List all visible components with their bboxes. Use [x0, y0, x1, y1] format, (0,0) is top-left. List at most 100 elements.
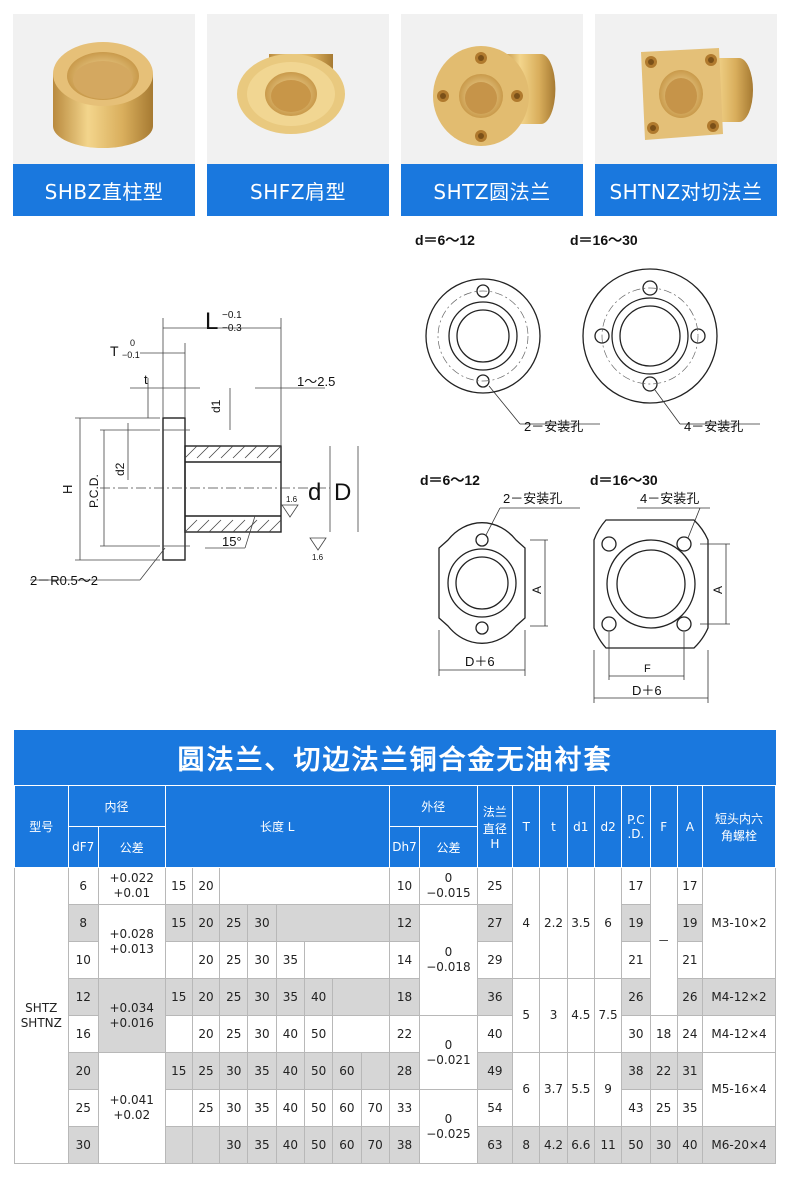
- cell-d: 8: [67, 904, 99, 942]
- dim-H: H: [60, 485, 75, 494]
- cell-A: 31: [676, 1052, 704, 1090]
- dim-d1: d1: [209, 399, 223, 413]
- product-card-shtz[interactable]: SHTZ圆法兰: [401, 14, 583, 216]
- cell-d2: 11: [593, 1126, 623, 1164]
- table-row: 20 +0.041+0.02 15 25 30 35 40 50 60 28 4…: [15, 1052, 776, 1164]
- cell-pcd: 50: [621, 1126, 651, 1164]
- header-inner-tol: 公差: [97, 826, 166, 868]
- cell-L-empty: [219, 867, 390, 905]
- header-length: 长度 L: [164, 785, 390, 868]
- cell-d2: 9: [593, 1052, 623, 1127]
- header-d1: d1: [566, 785, 595, 868]
- cell-D: 14: [388, 941, 421, 979]
- cell-L: 35: [247, 1089, 277, 1127]
- table-row: 10 20 25 30 35 14 29 21 21: [15, 941, 776, 979]
- cell-T: 8: [512, 1126, 541, 1164]
- cell-L-empty: [332, 978, 390, 1016]
- product-card-shbz[interactable]: SHBZ直柱型: [13, 14, 195, 216]
- cell-L: 25: [219, 904, 249, 942]
- cell-outer-tol: 0−0.025: [419, 1089, 478, 1164]
- dim-T-tol-bot: −0.1: [122, 350, 140, 360]
- product-label: SHBZ直柱型: [13, 164, 195, 216]
- cell-d1: 6.6: [566, 1126, 595, 1164]
- cell-L: 50: [303, 1052, 334, 1090]
- product-card-shfz[interactable]: SHFZ肩型: [207, 14, 389, 216]
- cell-L-empty: [275, 904, 390, 942]
- cell-d2: 7.5: [593, 978, 623, 1053]
- holes-label: 4－安装孔: [684, 419, 743, 434]
- cell-D: 28: [388, 1052, 421, 1090]
- cell-H: 63: [476, 1126, 514, 1164]
- header-model: 型号: [14, 785, 69, 868]
- cell-F: 18: [649, 1015, 678, 1053]
- cell-D: 33: [388, 1089, 421, 1127]
- cell-L: 30: [219, 1052, 249, 1090]
- cell-D: 12: [388, 904, 421, 942]
- cell-d: 6: [67, 867, 99, 905]
- roughness-2: 1.6: [312, 553, 324, 562]
- range-label: d＝16～30: [590, 472, 658, 488]
- dim-d-plus-6: D＋6: [465, 654, 495, 669]
- header-Dh7: Dh7: [388, 826, 421, 868]
- cell-L: 25: [191, 1089, 221, 1127]
- cell-L: 50: [303, 1089, 334, 1127]
- table-row: 12 +0.034+0.016 15 20 25 30 35 40 18 36 …: [15, 978, 776, 1053]
- dim-L-tol-top: −0.1: [222, 310, 242, 321]
- technical-drawing: L −0.1 −0.3 T 0 −0.1 t d1 d2 H P.C.D. 1～…: [0, 218, 790, 718]
- cell-pcd: 21: [621, 941, 651, 979]
- cell-pcd: 26: [621, 978, 651, 1016]
- cell-L: 20: [191, 1015, 221, 1053]
- cell-L: 30: [247, 904, 277, 942]
- holes-label: 2－安装孔: [503, 491, 562, 506]
- cell-L: 20: [191, 867, 221, 905]
- cell-t: 4.2: [539, 1126, 568, 1164]
- cell-pcd: 30: [621, 1015, 651, 1053]
- cell-d1: 4.5: [566, 978, 595, 1053]
- cell-L: 40: [303, 978, 334, 1016]
- cell-t: 3.7: [539, 1052, 568, 1127]
- cell-D: 10: [388, 867, 421, 905]
- cell-L: 60: [332, 1089, 362, 1127]
- header-inner: 内径: [67, 785, 166, 827]
- dim-T: T: [110, 343, 119, 359]
- dim-d: d: [308, 479, 321, 506]
- cell-pcd: 19: [621, 904, 651, 942]
- cell-L: 30: [247, 978, 277, 1016]
- cell-L: 15: [164, 1052, 193, 1090]
- dim-t: t: [144, 372, 148, 387]
- cell-L: 30: [219, 1126, 249, 1164]
- cell-d2: 6: [593, 867, 623, 979]
- product-label: SHTZ圆法兰: [401, 164, 583, 216]
- cell-A: 40: [676, 1126, 704, 1164]
- dim-d-plus-6: D＋6: [632, 683, 662, 698]
- cell-A: 24: [676, 1015, 704, 1053]
- cell-t: 2.2: [539, 867, 568, 979]
- shfz-photo: [237, 54, 345, 134]
- cell-L: [164, 941, 193, 979]
- cell-outer-tol: 0−0.021: [419, 1015, 478, 1090]
- header-dF7: dF7: [67, 826, 99, 868]
- cell-pcd: 43: [621, 1089, 651, 1127]
- cell-F: －: [649, 867, 678, 1016]
- cell-d: 30: [67, 1126, 99, 1164]
- cell-D: 38: [388, 1126, 421, 1164]
- cell-A: 19: [676, 904, 704, 942]
- cell-d: 10: [67, 941, 99, 979]
- product-card-shtnz[interactable]: SHTNZ对切法兰: [595, 14, 777, 216]
- dim-D: D: [334, 479, 351, 506]
- cell-L: 20: [191, 941, 221, 979]
- cell-inner-tol: +0.022+0.01: [97, 867, 166, 905]
- cell-d: 12: [67, 978, 99, 1016]
- range-label: d＝16～30: [570, 232, 638, 248]
- dim-pcd: P.C.D.: [87, 474, 101, 508]
- product-cards: SHBZ直柱型 SHFZ肩型 SHTZ圆法兰: [0, 0, 790, 218]
- cell-H: 36: [476, 978, 514, 1016]
- dim-d2: d2: [113, 462, 127, 476]
- dim-angle: 15°: [222, 534, 242, 549]
- cell-t: 3: [539, 978, 568, 1053]
- cell-L: 35: [275, 978, 305, 1016]
- cell-A: 26: [676, 978, 704, 1016]
